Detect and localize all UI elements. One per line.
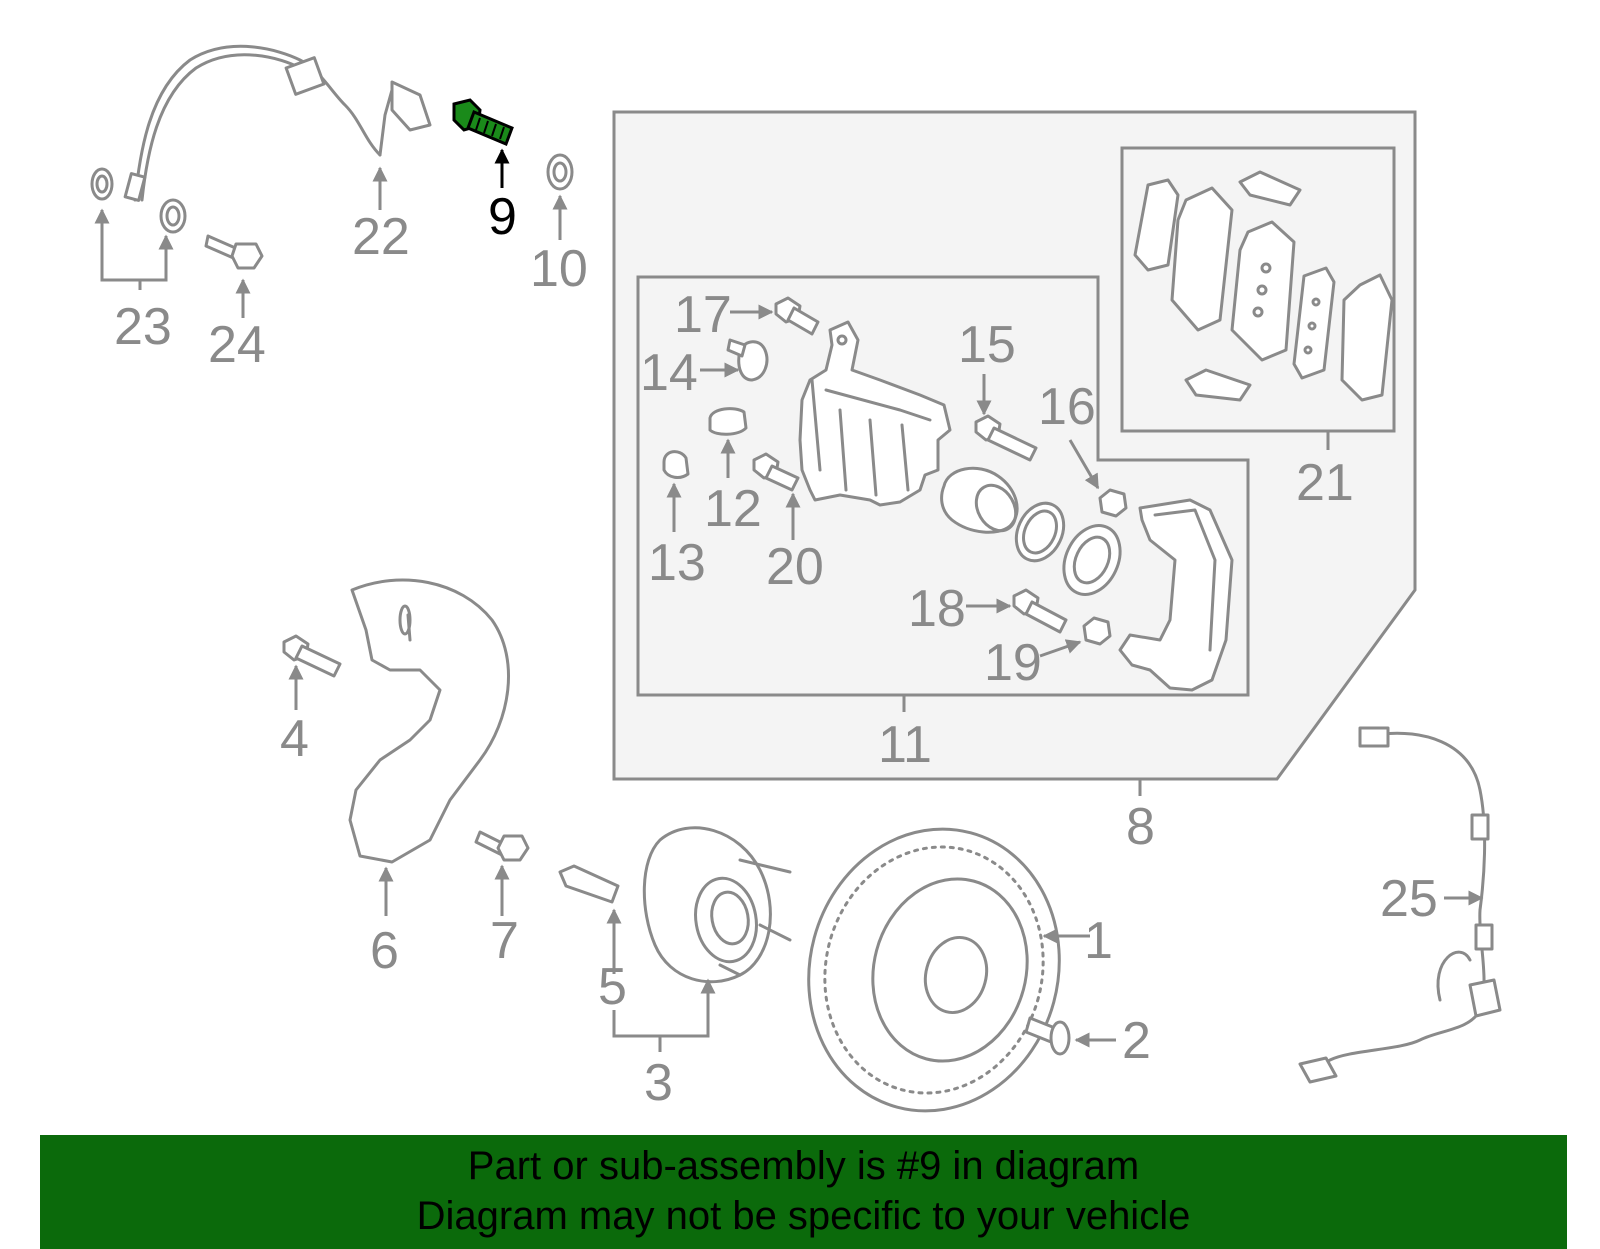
label-13: 13 (648, 534, 706, 592)
part-4-bolt[interactable] (282, 634, 342, 710)
label-12: 12 (704, 480, 762, 538)
part-20-bolt[interactable] (752, 452, 801, 540)
label-15: 15 (958, 316, 1016, 374)
part-7-bolt[interactable] (474, 830, 530, 916)
label-16: 16 (1038, 378, 1096, 436)
part-9-bolt-highlighted[interactable] (452, 98, 514, 188)
label-9: 9 (488, 188, 517, 246)
label-2: 2 (1122, 1012, 1151, 1070)
label-23: 23 (114, 298, 172, 356)
label-4: 4 (280, 710, 309, 768)
label-3: 3 (644, 1054, 673, 1112)
part-24-bolt[interactable] (204, 234, 264, 318)
part-19-nut[interactable] (1039, 616, 1112, 658)
piston[interactable] (940, 466, 1024, 538)
part-2-screw[interactable] (1024, 1016, 1116, 1056)
part-17-bolt[interactable] (730, 296, 820, 336)
label-24: 24 (208, 316, 266, 374)
part-1-brake-rotor[interactable] (777, 801, 1090, 1140)
label-5: 5 (598, 958, 627, 1016)
part-14-cap[interactable] (700, 338, 769, 382)
label-14: 14 (640, 344, 698, 402)
label-22: 22 (352, 208, 410, 266)
caliper-bracket[interactable] (1118, 498, 1234, 692)
brake-pads[interactable] (1133, 170, 1394, 402)
caliper-housing[interactable] (798, 320, 952, 507)
part-10-washer[interactable] (546, 153, 574, 240)
piston-seal[interactable] (1007, 496, 1072, 569)
part-13-cap[interactable] (662, 450, 690, 532)
label-25: 25 (1380, 870, 1438, 928)
label-11: 11 (878, 716, 932, 774)
info-banner: Part or sub-assembly is #9 in diagram Di… (40, 1135, 1567, 1249)
part-3-wheel-hub[interactable] (612, 826, 792, 1052)
part-15-guide-pin[interactable] (974, 374, 1038, 462)
part-25-abs-sensor[interactable] (1298, 726, 1502, 1084)
label-20: 20 (766, 538, 824, 596)
label-1: 1 (1084, 912, 1113, 970)
part-16-nut[interactable] (1068, 439, 1128, 518)
label-8: 8 (1126, 798, 1155, 856)
label-6: 6 (370, 922, 399, 980)
label-17: 17 (674, 286, 732, 344)
part-22-brake-hose[interactable] (123, 44, 432, 210)
label-10: 10 (530, 240, 588, 298)
part-12-bushing[interactable] (708, 407, 748, 478)
label-7: 7 (490, 912, 519, 970)
part-18-guide-pin[interactable] (966, 588, 1068, 634)
part-6-splash-shield[interactable] (348, 578, 510, 916)
label-21: 21 (1296, 454, 1354, 512)
dust-boot[interactable] (1053, 516, 1131, 603)
label-19: 19 (984, 634, 1042, 692)
banner-line-1: Part or sub-assembly is #9 in diagram (467, 1144, 1140, 1188)
label-18: 18 (908, 580, 966, 638)
part-23-washers[interactable] (90, 167, 187, 290)
banner-line-2: Diagram may not be specific to your vehi… (416, 1194, 1191, 1238)
part-5-wheel-stud[interactable] (558, 864, 622, 974)
